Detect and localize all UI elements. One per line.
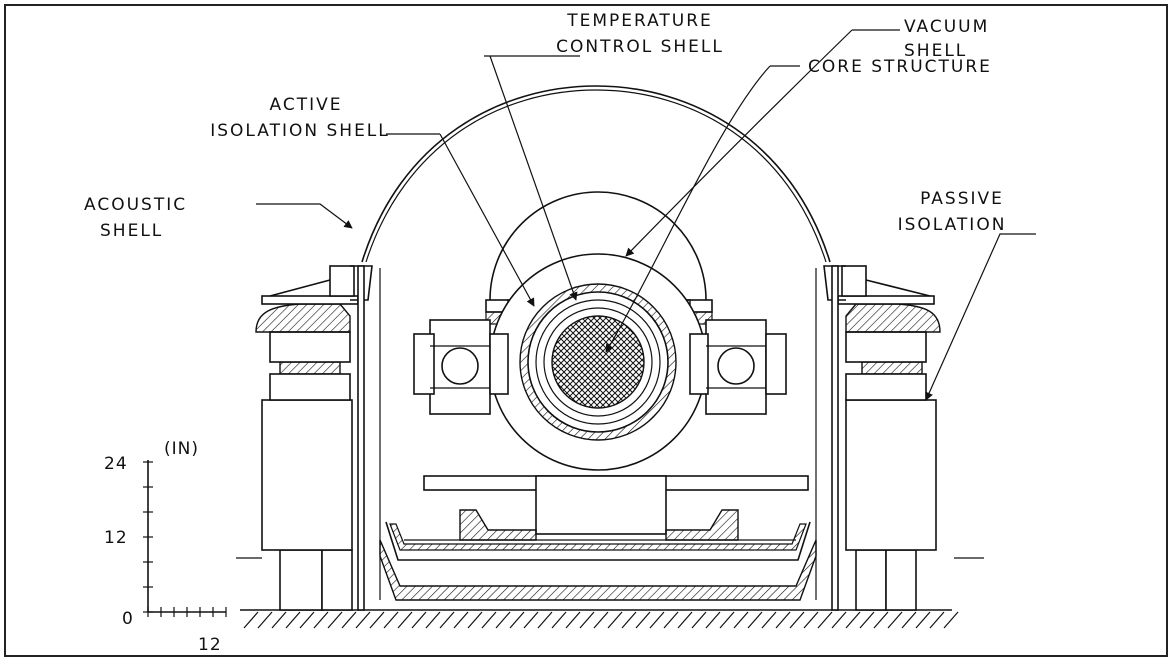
label-temperature-line1: TEMPERATURE — [566, 11, 713, 31]
core-structure — [551, 315, 645, 409]
ground-hatch-mark — [621, 611, 637, 629]
ground-hatch-mark — [271, 611, 287, 629]
ground-hatch-mark — [593, 611, 609, 629]
ground-hatch-mark — [691, 611, 707, 629]
ground-hatch-mark — [901, 611, 917, 629]
ground-hatch-mark — [663, 611, 679, 629]
ground-hatch-mark — [397, 611, 413, 629]
ground-hatch-mark — [565, 611, 581, 629]
ground-hatch-mark — [299, 611, 315, 629]
ground-hatch-mark — [411, 611, 427, 629]
ground-hatch-mark — [817, 611, 833, 629]
scale-unit: (IN) — [164, 439, 199, 459]
ground-hatch-mark — [313, 611, 329, 629]
label-vacuum-line1: VACUUM — [904, 17, 989, 37]
label-temperature-line2: CONTROL SHELL — [556, 37, 724, 57]
platform-table — [404, 475, 809, 541]
leader-lines — [236, 29, 1036, 559]
label-passive-line1: PASSIVE — [920, 189, 1004, 209]
ground-hatch-mark — [733, 611, 749, 629]
ground-hatch-mark — [915, 611, 931, 629]
left-passive-isolation — [255, 265, 373, 611]
ground-hatch-mark — [425, 611, 441, 629]
ground-hatch-mark — [467, 611, 483, 629]
ground-hatch-mark — [537, 611, 553, 629]
ground-hatch-mark — [383, 611, 399, 629]
label-acoustic-line2: SHELL — [100, 221, 163, 241]
ground-hatch-mark — [803, 611, 819, 629]
ground-hatch-mark — [943, 611, 959, 629]
ground-hatch-mark — [761, 611, 777, 629]
left-side-mount — [413, 319, 509, 415]
scale-tick-24: 24 — [104, 454, 128, 474]
ground-hatch-mark — [327, 611, 343, 629]
label-vacuum-line2: SHELL — [904, 41, 967, 61]
label-core-structure: CORE STRUCTURE — [808, 57, 992, 77]
ground-hatch-mark — [845, 611, 861, 629]
ground-hatch-mark — [705, 611, 721, 629]
acoustic-shell-walls — [357, 265, 839, 611]
vacuum-shell — [485, 191, 713, 471]
ground-hatch-mark — [859, 611, 875, 629]
ground-hatch-mark — [257, 611, 273, 629]
label-active-line1: ACTIVE — [270, 95, 343, 115]
scale-tick-12: 12 — [104, 528, 128, 548]
ground-hatch-mark — [887, 611, 903, 629]
ground-hatch-mark — [355, 611, 371, 629]
ground-hatch-mark — [607, 611, 623, 629]
right-passive-isolation — [823, 265, 941, 611]
ground-hatch-mark — [439, 611, 455, 629]
ground-hatch-mark — [285, 611, 301, 629]
active-isolation-base — [379, 521, 817, 601]
ground-hatch-mark — [243, 611, 259, 629]
label-passive-line2: ISOLATION — [898, 215, 1007, 235]
ground-hatch-mark — [747, 611, 763, 629]
label-acoustic-line1: ACOUSTIC — [84, 195, 187, 215]
ground-hatch-mark — [775, 611, 791, 629]
ground-hatch-mark — [341, 611, 357, 629]
scale-tick-x-12: 12 — [198, 635, 222, 655]
ground-hatch-mark — [481, 611, 497, 629]
ground-hatch-mark — [369, 611, 385, 629]
ground-hatch-mark — [579, 611, 595, 629]
ground-hatch-mark — [677, 611, 693, 629]
ground-hatch-mark — [929, 611, 945, 629]
ground-hatch-mark — [523, 611, 539, 629]
ground-hatch-mark — [719, 611, 735, 629]
ground-hatch-mark — [831, 611, 847, 629]
ground-hatch-mark — [453, 611, 469, 629]
ground-hatch-mark — [873, 611, 889, 629]
ground-hatch-mark — [495, 611, 511, 629]
acoustic-shell-dome — [361, 85, 831, 263]
ground-hatch-mark — [635, 611, 651, 629]
scale-bar — [143, 460, 227, 617]
ground-hatch-mark — [551, 611, 567, 629]
right-side-mount — [689, 319, 787, 415]
ground-hatch-mark — [789, 611, 805, 629]
scale-tick-0: 0 — [122, 609, 134, 629]
ground-line — [240, 609, 959, 629]
ground-hatch-mark — [509, 611, 525, 629]
label-active-line2: ISOLATION SHELL — [210, 121, 390, 141]
ground-hatch-mark — [649, 611, 665, 629]
